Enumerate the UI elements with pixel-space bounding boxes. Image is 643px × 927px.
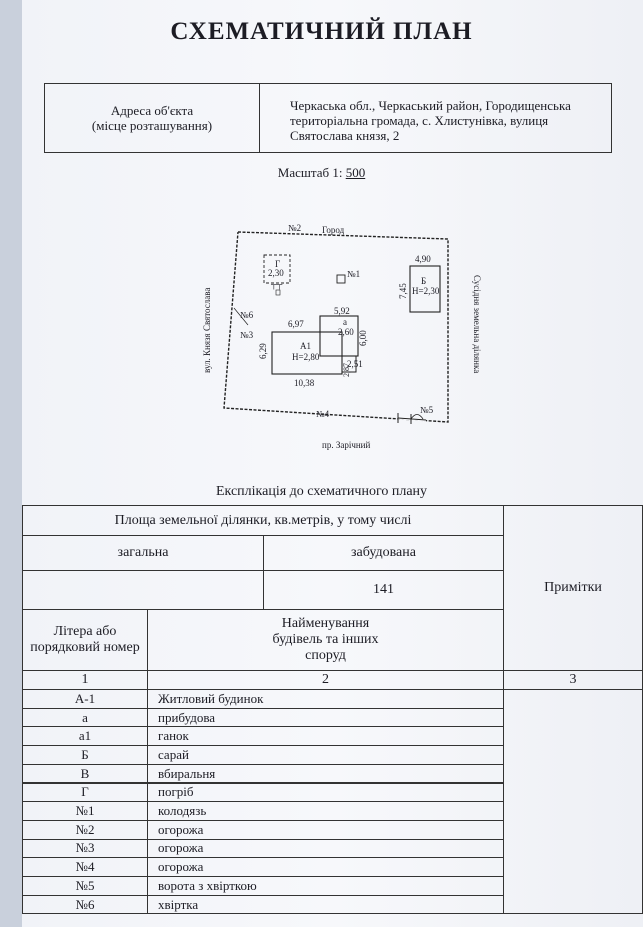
- built-value: 141: [263, 570, 504, 610]
- table-row-name: огорожа: [147, 838, 504, 859]
- scale-line: Масштаб 1: 500: [0, 165, 643, 181]
- notes-header: Примітки: [503, 505, 643, 671]
- building-b-width: 4,90: [415, 254, 431, 264]
- table-row-code: а1: [22, 726, 148, 747]
- plan-n2-label: №2: [288, 223, 301, 233]
- table-row-code: В: [22, 763, 148, 784]
- table-row-code: №5: [22, 876, 148, 896]
- plan-bottom-label: пр. Зарічний: [322, 440, 370, 450]
- table-row-name: ворота з хвірткою: [147, 876, 504, 896]
- table-row-code: А-1: [22, 689, 148, 709]
- building-g-symbol: ┬┬: [270, 280, 283, 290]
- table-row-name: вбиральня: [147, 763, 504, 784]
- plan-right-label: Сусідня земельна ділянка: [472, 275, 482, 373]
- building-b-name: Б: [421, 276, 426, 286]
- table-row-code: №4: [22, 857, 148, 877]
- table-row-name: огорожа: [147, 857, 504, 877]
- plan-mark: [233, 307, 249, 326]
- plan-n4-label: №4: [316, 409, 330, 419]
- building-a1-name: А1: [300, 341, 311, 351]
- scale-prefix: Масштаб 1:: [277, 165, 343, 180]
- page-title: СХЕМАТИЧНИЙ ПЛАН: [170, 18, 473, 45]
- building-a-name: а: [343, 317, 347, 327]
- site-plan: Город №2 пр. Зарічний №4 №5 вул. Князя С…: [202, 223, 482, 450]
- building-a-h: 2,60: [338, 327, 354, 337]
- well-n1-label: №1: [347, 269, 360, 279]
- table-row-name: погріб: [147, 782, 504, 803]
- building-a: [319, 315, 359, 357]
- table-row-code: а: [22, 707, 148, 728]
- col-num-3: 3: [503, 670, 643, 690]
- area-header: Площа земельної ділянки, кв.метрів, у то…: [22, 505, 504, 536]
- porch-dim-right: 2,51: [347, 359, 363, 369]
- explication-title: Експлікація до схематичного плану: [215, 484, 428, 499]
- col-num-1: 1: [22, 670, 148, 690]
- plan-top-label: Город: [322, 225, 345, 235]
- plan-n3-label: №3: [240, 330, 254, 340]
- plan-mark: [275, 289, 281, 296]
- table-row-code: Б: [22, 745, 148, 765]
- table-row-name: хвіртка: [147, 894, 504, 915]
- building-a1-top-dim: 6,97: [288, 319, 304, 329]
- table-row-code: №6: [22, 894, 148, 915]
- table-row-name: прибудова: [147, 707, 504, 728]
- plan-n6-label: №6: [240, 310, 254, 320]
- table-row-code: №2: [22, 819, 148, 840]
- table-row-code: №3: [22, 838, 148, 859]
- building-b: [409, 265, 441, 313]
- porch-a1: [341, 355, 357, 373]
- table-row-name: колодязь: [147, 801, 504, 821]
- plan-n5-label: №5: [420, 405, 434, 415]
- notes-cell: [503, 689, 643, 914]
- building-a-right-dim: 6,00: [358, 330, 368, 346]
- table-row-code: №1: [22, 801, 148, 821]
- gate-line: [397, 417, 427, 421]
- building-a1-left-dim: 6,29: [258, 343, 268, 359]
- address-label: Адреса об'єкта: [110, 103, 194, 118]
- building-a1: [271, 331, 343, 375]
- building-a1-bottom-dim: 10,38: [294, 378, 315, 388]
- address-label-cell: Адреса об'єкта (місце розташування): [45, 84, 260, 152]
- building-g-name: Г: [275, 259, 280, 269]
- plan-mark: [410, 414, 424, 420]
- building-a-top-dim: 5,92: [334, 306, 350, 316]
- building-b-height-dim: 7,45: [398, 283, 408, 299]
- porch-dim-left: 2,87: [342, 363, 351, 377]
- col-num-2: 2: [147, 670, 504, 690]
- address-value: Черкаська обл., Черкаський район, Городи…: [290, 98, 571, 143]
- building-a1-h: Н=2,80: [292, 352, 320, 362]
- building-g-height: 2,30: [268, 268, 284, 278]
- table-row-name: ганок: [147, 726, 504, 747]
- plan-left-label: вул. Князя Святослава: [202, 288, 212, 373]
- col1-header: Літера або порядковий номер: [22, 609, 148, 671]
- document-sheet: [22, 0, 643, 927]
- table-row-code: Г: [22, 782, 148, 803]
- scale-value: 500: [345, 165, 366, 180]
- well-n1: [336, 274, 346, 284]
- address-table: Адреса об'єкта (місце розташування) Черк…: [44, 83, 612, 153]
- table-row-name: сарай: [147, 745, 504, 765]
- built-label: забудована: [263, 535, 504, 571]
- building-g: [263, 254, 291, 284]
- total-label: загальна: [22, 535, 264, 571]
- table-row-name: Житловий будинок: [147, 689, 504, 709]
- address-label-note: (місце розташування): [91, 118, 213, 133]
- plot-boundary: [223, 231, 449, 423]
- total-value: [22, 570, 264, 610]
- building-b-h: Н=2,30: [412, 286, 440, 296]
- table-row-name: огорожа: [147, 819, 504, 840]
- col2-header: Найменування будівель та інших споруд: [147, 609, 504, 671]
